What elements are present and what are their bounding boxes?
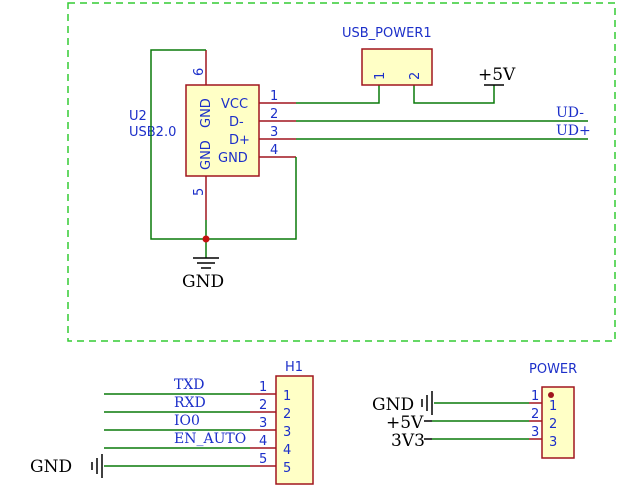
ud-minus-label: UD- [556,105,584,121]
power-pin2-num-in: 2 [549,417,557,432]
h1-net-txd: TXD [174,377,205,393]
power-net-gnd: GND [372,395,414,415]
u2-designator: U2 [129,109,147,124]
power-name: POWER [529,362,577,377]
gnd-symbol-power [421,391,433,415]
h1-net-rxd: RXD [174,395,206,411]
power-pin1-num-in: 1 [549,399,557,414]
u2-pin1-num: 1 [270,89,278,104]
gnd-net-label-h1: GND [30,457,72,477]
power-net-3v3: 3V3 [391,431,425,451]
component-u2[interactable]: U2 USB2.0 VCC D- D+ GND 1 2 3 4 GND GND … [129,50,296,220]
u2-pin4-label: GND [218,151,248,166]
gnd-symbol-top [193,257,219,269]
u2-pin3-label: D+ [229,133,250,148]
power-pin1-marker [548,392,554,398]
usb-power1-pin1: 1 [373,72,388,80]
h1-net-en-auto: EN_AUTO [174,431,246,447]
component-power[interactable]: POWER 1 2 3 1 2 3 [529,362,577,459]
h1-body [275,375,314,485]
h1-pin5-num-in: 5 [283,461,291,476]
u2-pin2-label: D- [229,115,244,130]
power-pin3-num-out: 3 [531,425,539,440]
gnd-net-label-top: GND [182,272,224,292]
h1-pin2-num-in: 2 [283,407,291,422]
u2-pin2-num: 2 [270,107,278,122]
u2-pin6-num: 6 [192,68,207,76]
component-h1[interactable]: H1 1 2 3 4 5 1 2 3 4 5 [250,360,314,485]
h1-wires [104,393,250,467]
u2-value: USB2.0 [129,125,176,140]
gnd-loop-wire [150,49,297,240]
power-pin1-num-out: 1 [531,389,539,404]
usb-power1-body [361,48,433,86]
u2-pin1-label: VCC [221,97,248,112]
h1-pin2-num-out: 2 [259,398,267,413]
h1-pin4-num-in: 4 [283,443,291,458]
usb-power1-name: USB_POWER1 [342,26,432,41]
component-usb-power1[interactable]: USB_POWER1 1 2 [342,26,433,86]
h1-net-io0: IO0 [174,413,200,429]
plus5v-wire [413,85,495,104]
plus5v-label: +5V [478,65,516,85]
power-pin2-num-out: 2 [531,407,539,422]
region-boundary [67,2,616,342]
gnd-junction [202,235,210,243]
power-body [541,386,575,459]
u2-pin5-label: GND [199,140,214,170]
h1-pin3-num-in: 3 [283,425,291,440]
u2-pin3-num: 3 [270,125,278,140]
h1-pin1-num-out: 1 [259,380,267,395]
u2-pin6-label: GND [199,98,214,128]
power-net-5v: +5V [386,413,424,433]
h1-pin5-num-out: 5 [259,452,267,467]
power-pin3-num-in: 3 [549,435,557,450]
u2-pin4-num: 4 [270,143,278,158]
u2-body [185,84,260,177]
ud-plus-label: UD+ [556,123,591,139]
h1-pin3-num-out: 3 [259,416,267,431]
h1-pin1-num-in: 1 [283,389,291,404]
power-wires [432,402,529,440]
h1-pin4-num-out: 4 [259,434,267,449]
usb-power1-pin2: 2 [408,72,423,80]
h1-name: H1 [285,360,303,375]
u2-pin5-num: 5 [192,188,207,196]
vcc-wire [296,85,380,104]
gnd-symbol-h1 [91,454,103,478]
